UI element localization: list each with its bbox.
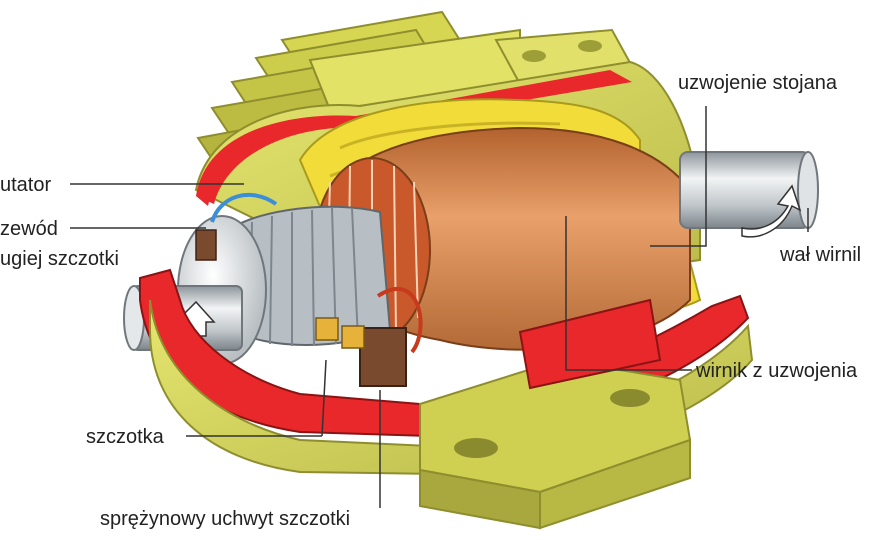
brush-assembly: [195, 229, 423, 387]
label-wirnik: wirnik z uzwojenia: [696, 360, 858, 382]
motor-foot: [419, 298, 692, 530]
shaft-right: [679, 151, 819, 238]
label-komutator: utator: [0, 174, 52, 196]
label-przewod-line1: zewód: [0, 218, 58, 240]
label-uzwojenie-stojana: uzwojenie stojana: [678, 72, 837, 94]
label-uchwyt-szczotki: sprężynowy uchwyt szczotki: [100, 508, 351, 530]
leader-lines: [70, 106, 809, 508]
rotation-arrow-icon: [741, 184, 802, 238]
label-przewod-line2: ugiej szczotki: [0, 248, 119, 270]
brush-lead-wire: [210, 193, 278, 223]
label-szczotka: szczotka: [86, 426, 164, 448]
label-wal-wirnika: wał wirnil: [780, 244, 862, 266]
housing-red-rim-top: [196, 70, 632, 204]
